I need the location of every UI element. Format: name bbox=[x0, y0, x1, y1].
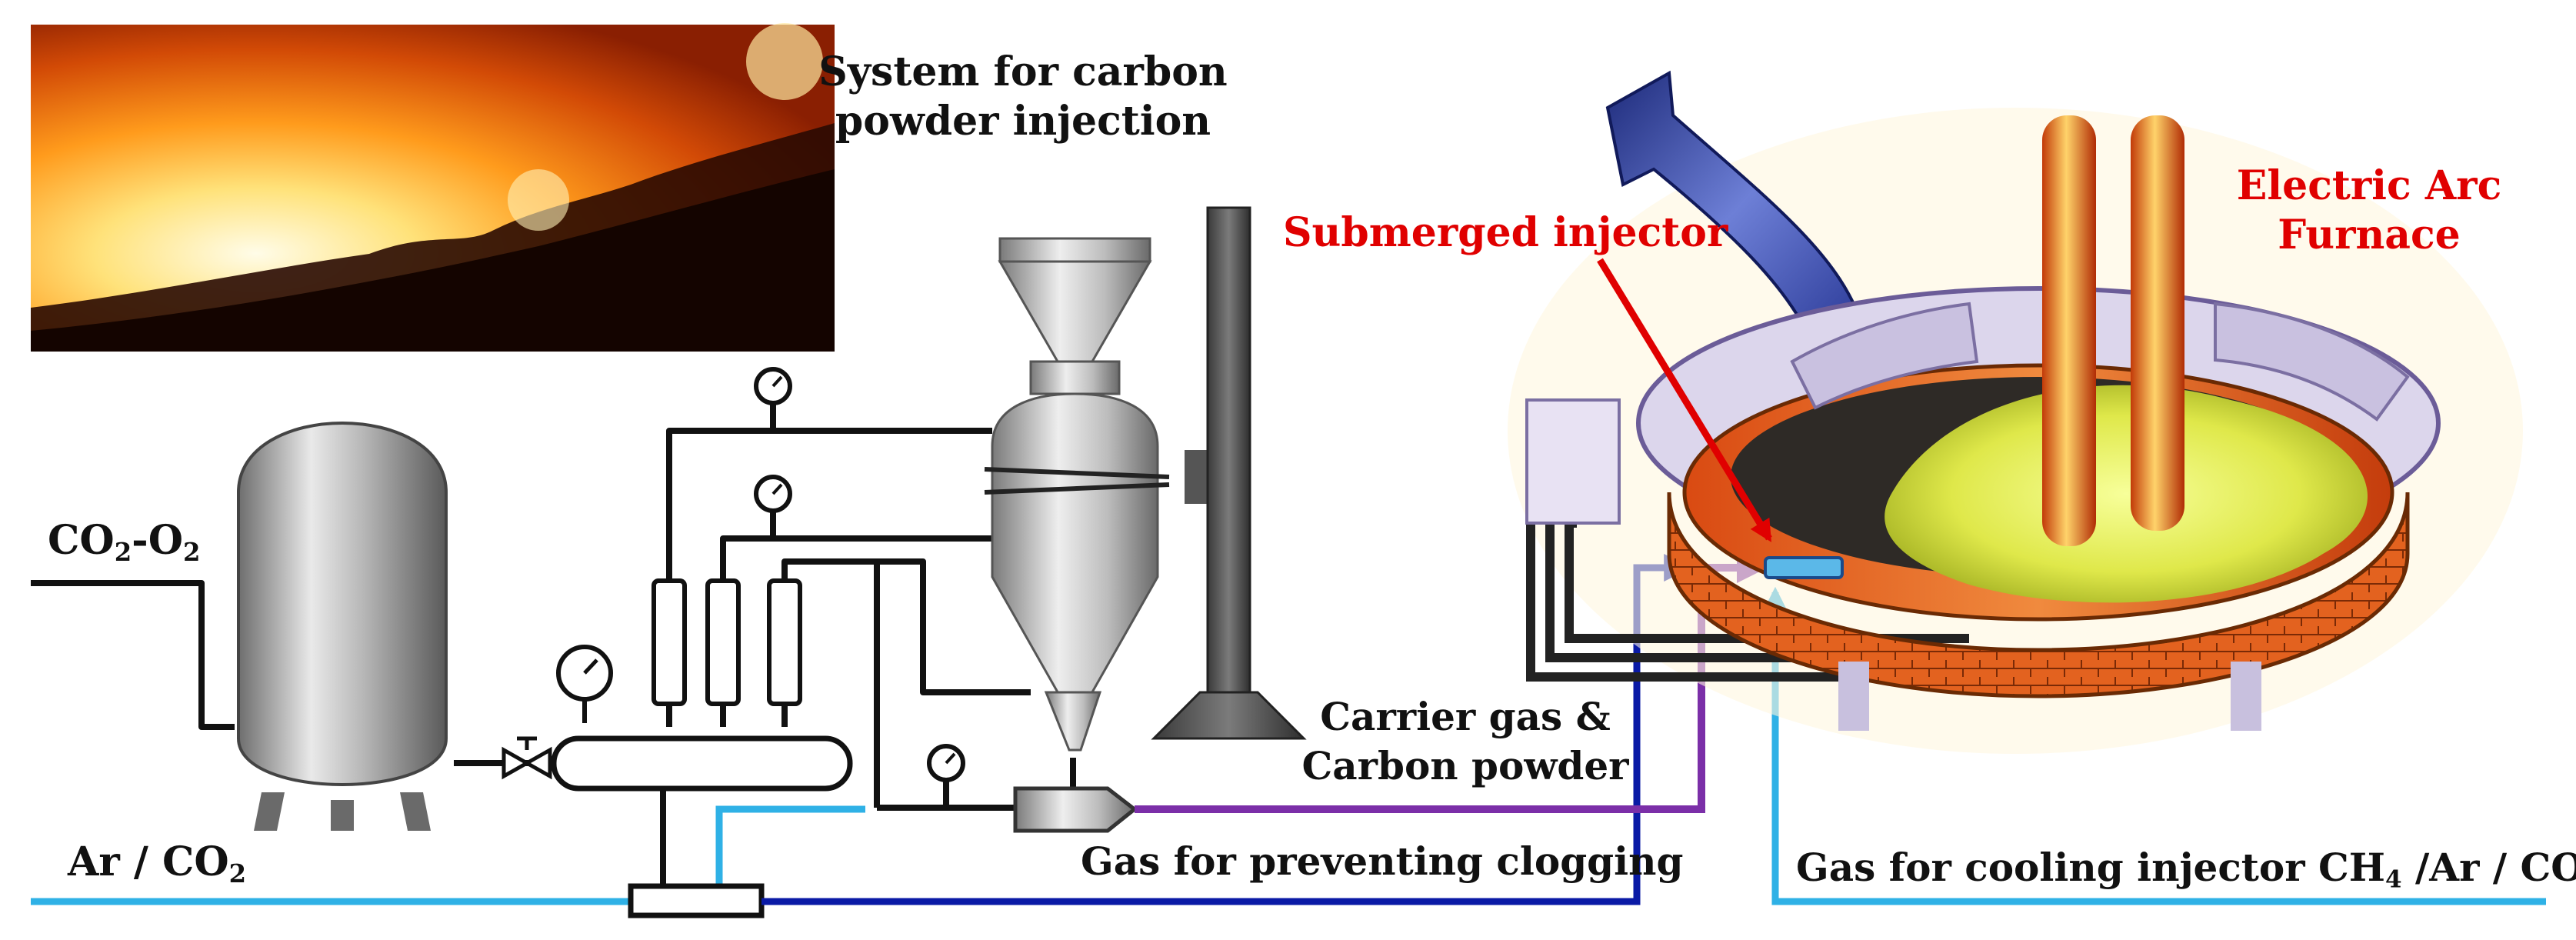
carrier-gas-line2: Carbon powder bbox=[1301, 743, 1629, 788]
ar-co2-label: Ar / CO2 bbox=[68, 838, 247, 889]
pipe-network bbox=[31, 400, 1076, 888]
carrier-gas-line1: Carrier gas & bbox=[1320, 694, 1611, 739]
electrode bbox=[2131, 115, 2184, 531]
submerged-injector-pointer bbox=[1597, 258, 1772, 542]
gas-header bbox=[502, 735, 853, 792]
submerged-injector-body bbox=[1764, 556, 1844, 579]
gauge-icon bbox=[754, 367, 792, 405]
anti-clog-label: Gas for preventing clogging bbox=[1081, 838, 1684, 884]
system-title-line1: System for carbon bbox=[818, 48, 1228, 95]
flow-meters bbox=[651, 578, 802, 706]
gauge-icon bbox=[556, 645, 613, 723]
slag-foaming-photo bbox=[31, 23, 835, 352]
valve-icon bbox=[502, 746, 552, 780]
system-title: System for carbon powder injection bbox=[815, 48, 1231, 146]
gas-storage-tank bbox=[237, 422, 448, 831]
gauge-icon bbox=[754, 475, 792, 513]
carrier-gas-label: Carrier gas & Carbon powder bbox=[1292, 692, 1638, 791]
pressure-gauges bbox=[556, 367, 965, 782]
eaf-title: Electric Arc Furnace bbox=[2192, 162, 2546, 260]
eaf-title-line1: Electric Arc bbox=[2236, 162, 2502, 209]
gauge-icon bbox=[927, 744, 965, 782]
submerged-injector-label: Submerged injector bbox=[1283, 209, 1728, 256]
cooling-gas-label: Gas for cooling injector CH4 /Ar / CO2 bbox=[1796, 845, 2576, 894]
electric-arc-furnace bbox=[1508, 70, 2523, 754]
powder-hopper bbox=[984, 237, 1208, 752]
anti-clog-line bbox=[715, 805, 865, 888]
eaf-title-line2: Furnace bbox=[2278, 212, 2461, 258]
electrode bbox=[2042, 115, 2096, 546]
system-title-line2: powder injection bbox=[835, 98, 1211, 145]
molten-bath bbox=[1885, 385, 2368, 603]
co2-o2-label: CO2-O2 bbox=[48, 517, 201, 568]
ejector bbox=[1013, 786, 1138, 833]
manifold bbox=[628, 883, 765, 918]
support-column bbox=[1151, 206, 1307, 740]
